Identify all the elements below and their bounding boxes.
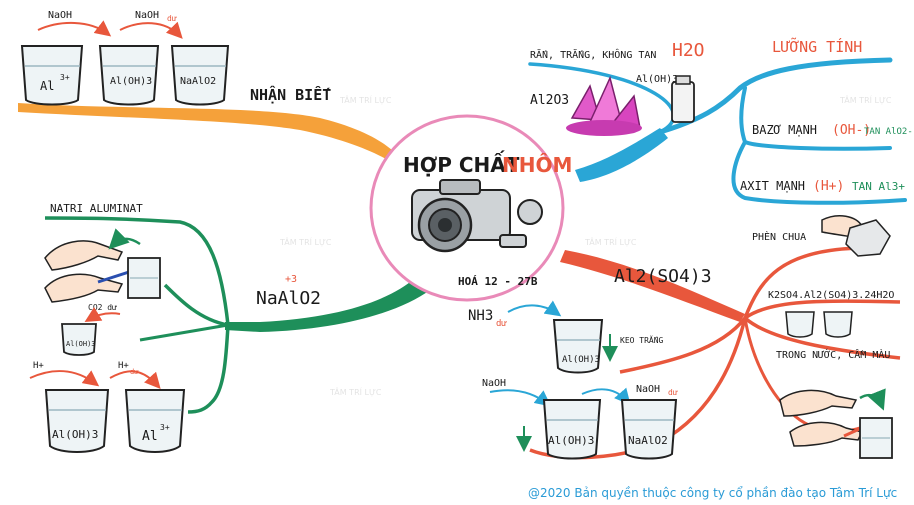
- naalo2-al-sup: 3+: [160, 423, 170, 432]
- naoh2-label: NaOH: [636, 384, 660, 395]
- nhan-biet-reagent2: NaOH: [135, 10, 159, 21]
- beaker-icon: [44, 389, 110, 453]
- naalo2-title: NaAlO2: [256, 288, 321, 309]
- naalo2-ox: +3: [285, 274, 297, 285]
- h-plus-1: H+: [33, 361, 44, 371]
- trong-nuoc-label: TRONG NƯỚC, CẦM MÀU: [776, 348, 890, 361]
- aloh3-small-label: Al(OH)3: [66, 340, 96, 348]
- luong-tinh-label: LƯỠNG TÍNH: [772, 37, 862, 56]
- hand-icon: [779, 389, 867, 447]
- watermark-text: TÂM TRÍ LỰC: [584, 236, 637, 247]
- al2so4-title: Al2(SO4)3: [614, 266, 712, 287]
- nhan-biet-reagent1: NaOH: [48, 10, 72, 21]
- beaker-icon: [170, 45, 230, 106]
- hand-icon: [44, 240, 136, 303]
- beaker-icon: [620, 399, 678, 460]
- arrow-icon: [859, 388, 886, 411]
- naoh1-label: NaOH: [482, 378, 506, 389]
- group-al2so4: Al2(SO4)3 PHÈN CHUA K2SO4.Al2(SO4)3.24H2…: [468, 214, 894, 460]
- beaker-icon: [127, 257, 161, 299]
- nhan-biet-title: NHẬN BIẾT: [250, 84, 331, 104]
- bazo-ion: (OH-): [832, 123, 871, 138]
- phen-formula: K2SO4.Al2(SO4)3.24H2O: [768, 290, 894, 301]
- branch-nhan-biet: [18, 103, 392, 160]
- bazo-label: BAZƠ MẠNH: [752, 123, 817, 137]
- beaker-icon: [859, 417, 893, 459]
- al2so4-aloh3-top: Al(OH)3: [562, 355, 600, 365]
- al2o3-formula: Al2O3: [530, 93, 569, 108]
- watermark-layer: TÂM TRÍ LỰC TÂM TRÍ LỰC TÂM TRÍ LỰC TÂM …: [279, 94, 892, 397]
- arrow-icon: [84, 306, 121, 323]
- group-naalo2: NATRI ALUMINAT +3 NaAlO2 CO2 dư Al(OH)3 …: [29, 202, 321, 453]
- rock-icon: [845, 219, 891, 257]
- crystal-icon: [566, 75, 642, 136]
- branch-al2o3: [528, 57, 907, 205]
- watermark-text: TÂM TRÍ LỰC: [279, 236, 332, 247]
- branch-al2so4: [529, 246, 901, 460]
- naoh2-sub: dư: [668, 388, 678, 397]
- beaker-icon: [542, 399, 602, 460]
- center-title-b: NHÔM: [502, 153, 572, 177]
- arrow-icon: [507, 300, 562, 317]
- al2o3-desc-h2o: H2O: [672, 40, 705, 61]
- beaker-icon: [98, 45, 160, 106]
- arrow-icon: [109, 370, 161, 389]
- beaker-label-al-sup: 3+: [60, 73, 70, 82]
- al2so4-aloh3-bottom: Al(OH)3: [548, 434, 594, 447]
- h-plus-2: H+: [118, 361, 129, 371]
- group-al2o3: RẮN, TRẮNG, KHÔNG TAN H2O Al2O3 Al(OH)3 …: [530, 37, 913, 194]
- natri-aluminat-label: NATRI ALUMINAT: [50, 202, 143, 215]
- beaker-icon: [20, 45, 84, 106]
- arrow-icon: [581, 387, 631, 406]
- beaker-icon: [552, 319, 604, 374]
- al2so4-naalo2: NaAlO2: [628, 434, 668, 447]
- bazo-result: TAN AlO2-: [864, 127, 913, 137]
- arrow-icon: [29, 370, 100, 387]
- nh3-label: NH3: [468, 308, 493, 324]
- phen-chua-label: PHÈN CHUA: [752, 230, 806, 243]
- arrow-icon: [119, 21, 183, 39]
- naalo2-aloh3-label: Al(OH)3: [52, 428, 98, 441]
- copyright-footer: @2020 Bản quyền thuộc công ty cổ phần đà…: [528, 486, 898, 500]
- watermark-text: TÂM TRÍ LỰC: [839, 94, 892, 105]
- bottle-icon: [671, 75, 695, 123]
- beaker-icon: [785, 311, 853, 338]
- center-node: HỢP CHẤT NHÔM HOÁ 12 - 27B: [369, 114, 572, 302]
- al2o3-desc: RẮN, TRẮNG, KHÔNG TAN: [530, 48, 656, 61]
- watermark-text: TÂM TRÍ LỰC: [339, 94, 392, 105]
- beaker-icon: [124, 389, 186, 453]
- beaker-label-al: Al: [40, 79, 54, 93]
- center-title-a: HỢP CHẤT: [403, 151, 520, 177]
- center-caption: HOÁ 12 - 27B: [458, 275, 538, 288]
- nhan-biet-reagent2-sub: dư: [167, 14, 177, 23]
- axit-result: TAN Al3+: [852, 180, 905, 193]
- beaker-icon: [61, 323, 97, 356]
- group-nhan-biet: NHẬN BIẾT NaOH NaOH dư Al 3+ Al(OH)3 NaA…: [20, 10, 331, 106]
- co2-label: CO2 dư: [88, 303, 117, 312]
- nh3-sub: dư: [496, 319, 507, 329]
- camera-icon: [411, 179, 543, 253]
- arrow-icon: [37, 20, 112, 37]
- naalo2-al-label: Al: [142, 429, 158, 444]
- watermark-text: TÂM TRÍ LỰC: [329, 386, 382, 397]
- arrow-icon: [108, 228, 141, 250]
- al2o3-aloh3: Al(OH)3: [636, 74, 678, 85]
- axit-label: AXIT MẠNH: [740, 179, 805, 193]
- arrow-icon: [489, 389, 552, 407]
- axit-ion: (H+): [813, 179, 844, 194]
- beaker-label-naalo2: NaAlO2: [180, 76, 216, 87]
- beaker-label-aloh3: Al(OH)3: [110, 76, 152, 87]
- keo-trang-label: KEO TRẮNG: [620, 334, 664, 345]
